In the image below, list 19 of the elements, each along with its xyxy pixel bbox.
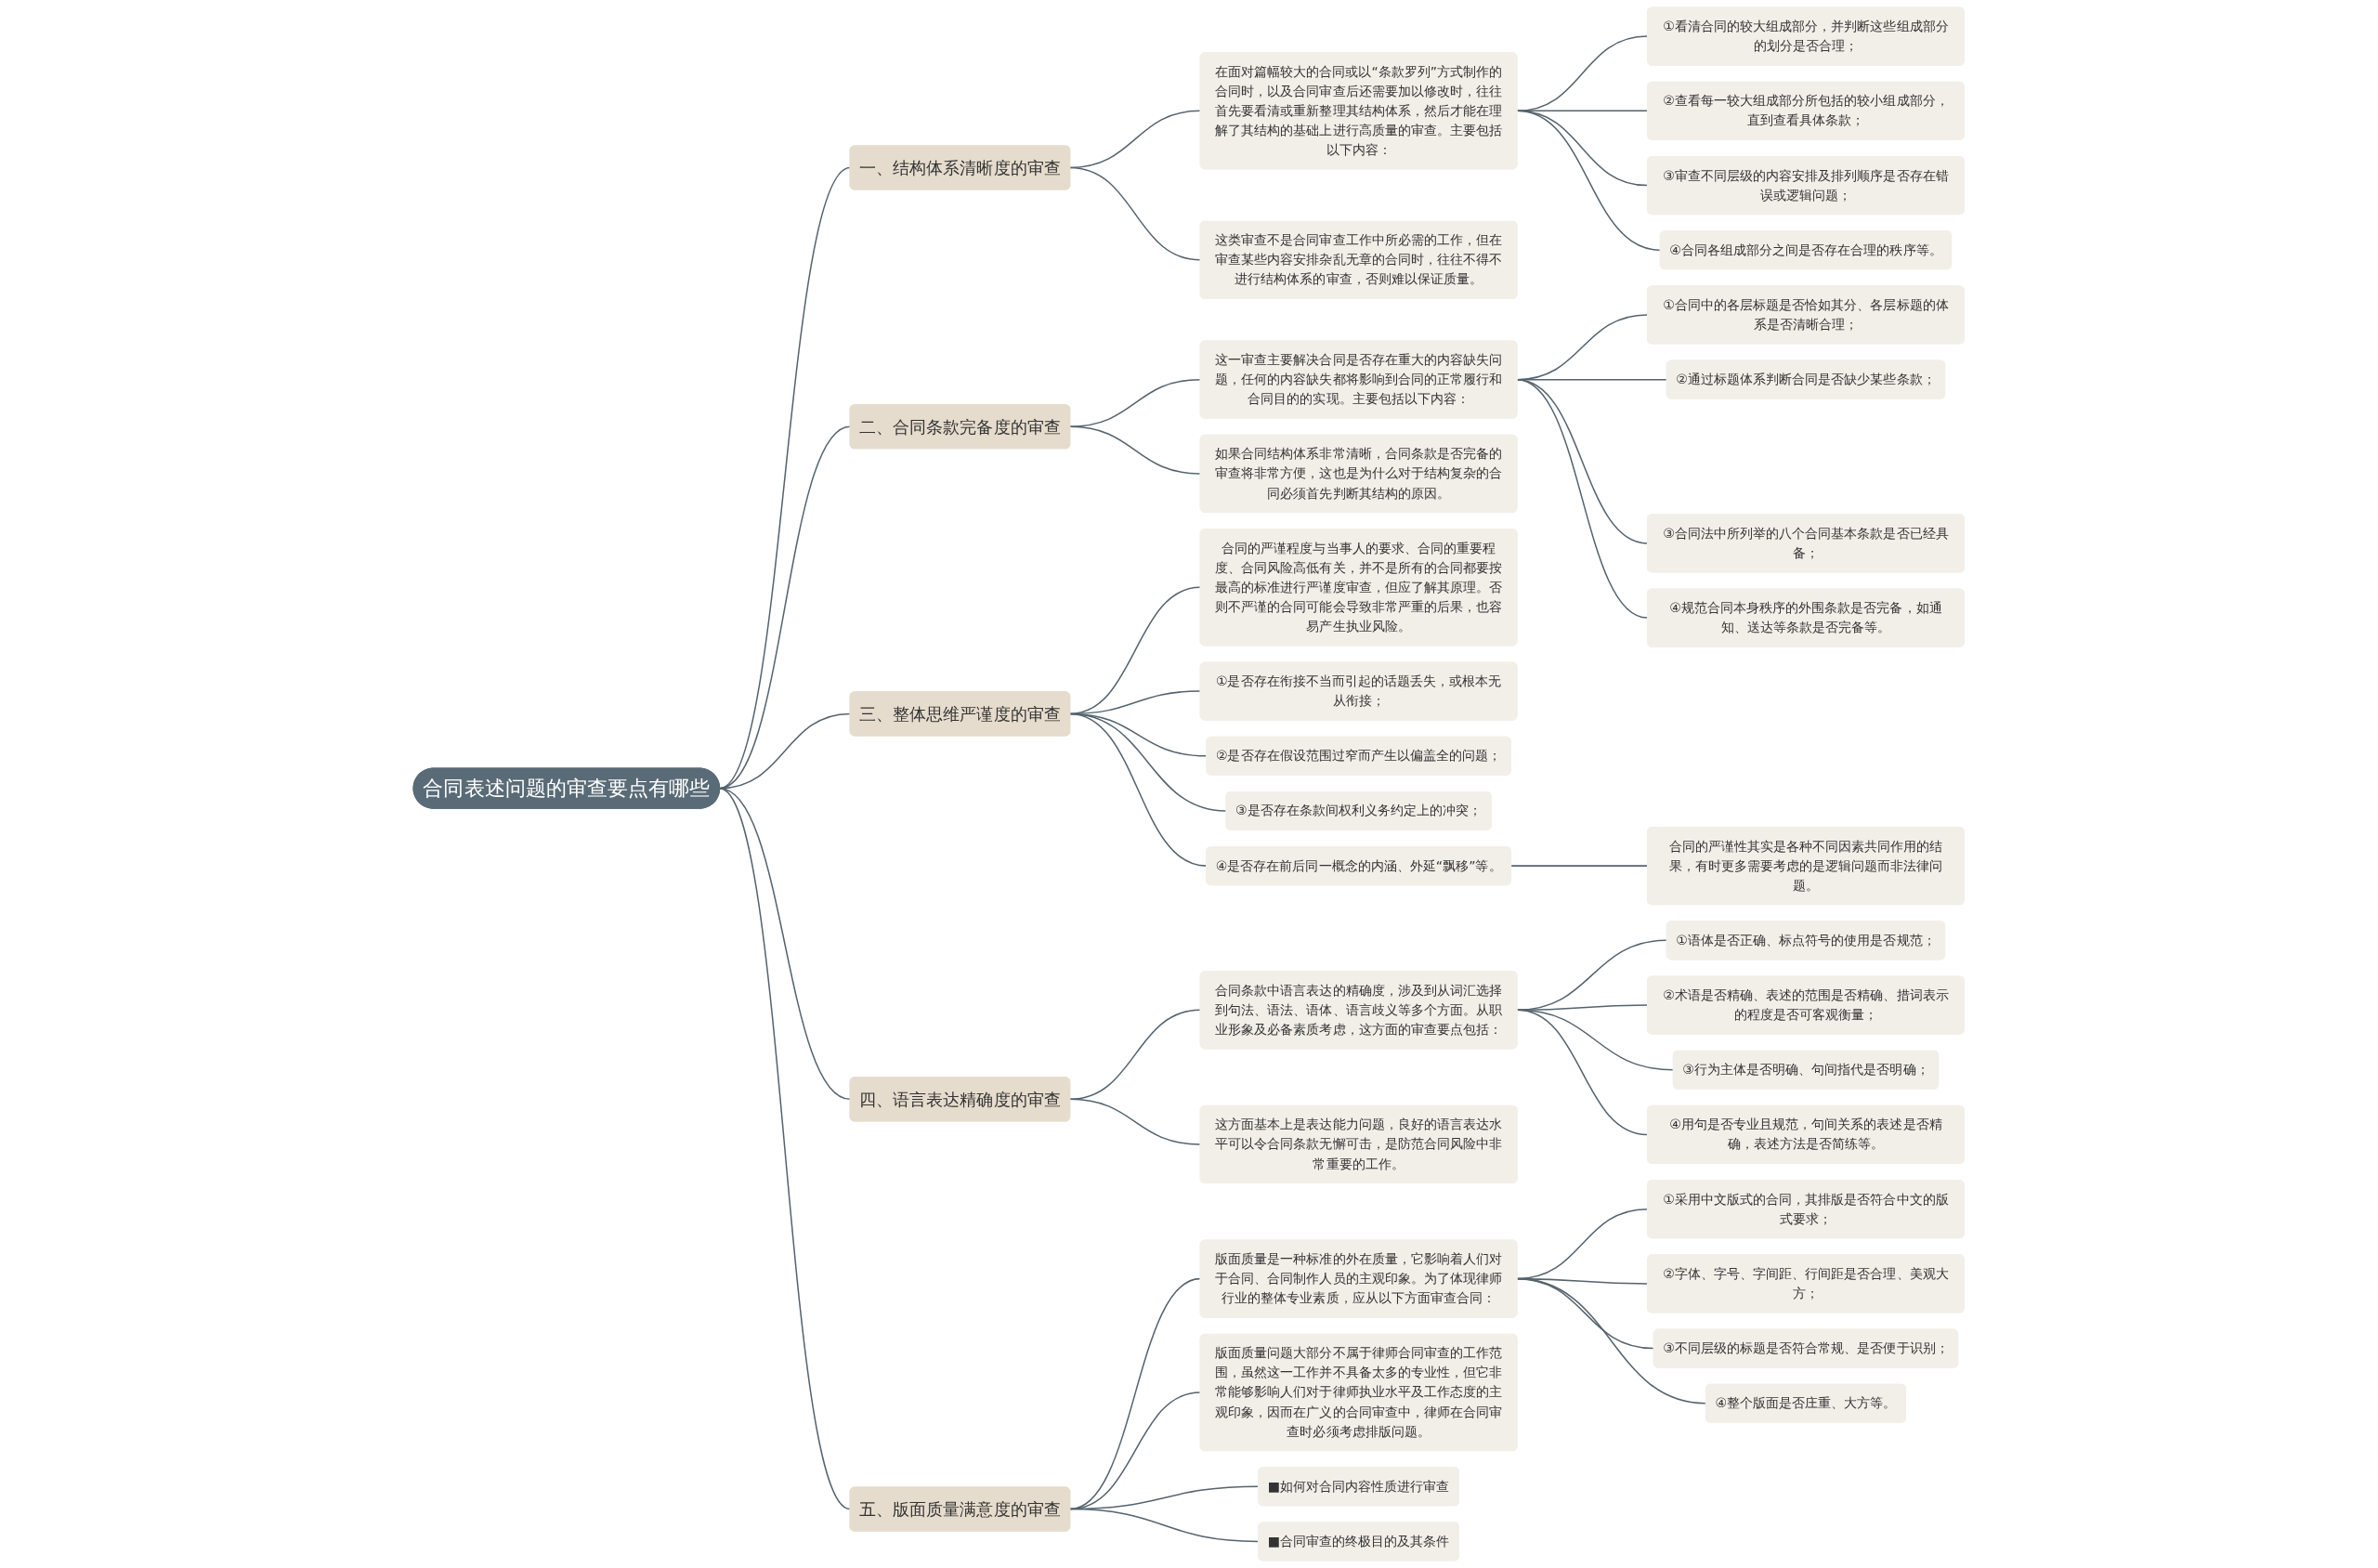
connector [1510,865,1649,867]
connector [1069,1508,1260,1543]
connector [1069,166,1202,261]
connector [719,787,852,1510]
connector [1069,1098,1202,1145]
connector [719,166,852,790]
connector [1069,586,1202,715]
connector [1069,712,1208,867]
connector [1516,1277,1707,1405]
connector [1516,1277,1655,1350]
connector [1069,425,1202,475]
connector [1069,378,1202,428]
connector [1516,939,1668,1012]
connector [1069,1009,1202,1101]
connector [1516,35,1649,112]
connector [719,425,852,790]
connector [1516,110,1662,251]
connector [1516,1009,1649,1136]
connector [1516,378,1649,619]
